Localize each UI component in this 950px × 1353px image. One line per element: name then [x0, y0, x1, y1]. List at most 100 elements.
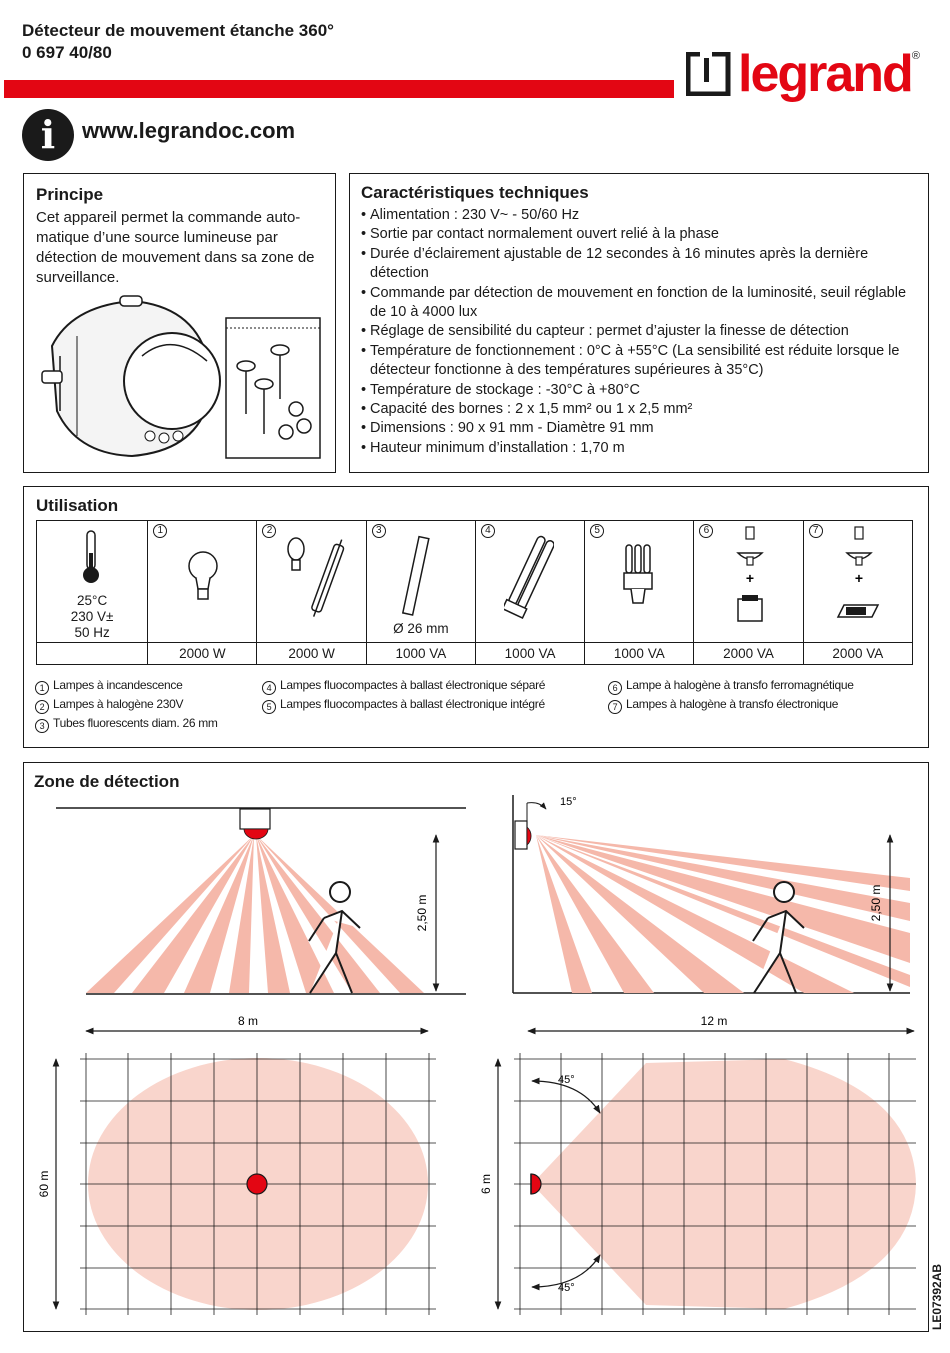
- power-cell: 2000 VA: [693, 642, 804, 665]
- spec-item: Sortie par contact normalement ouvert re…: [361, 225, 921, 245]
- compact-fluorescent-separate-icon: [503, 535, 554, 619]
- lamp-cell-2: 2: [256, 520, 367, 643]
- power-cell-empty: [35, 642, 149, 665]
- title-line-1: Détecteur de mouvement étanche 360°: [22, 21, 334, 40]
- zone-heading: Zone de détection: [34, 772, 180, 791]
- power-cell: 1000 VA: [474, 642, 586, 665]
- halogen-lamp-icon: [287, 537, 345, 617]
- brand-name: legrand: [738, 45, 914, 103]
- halogen-electronic-transformer-icon: +: [836, 526, 879, 618]
- lamp-number: 6: [699, 524, 714, 538]
- ceiling-height-label: 2,50 m: [415, 895, 429, 932]
- wall-angle-top-label: 45°: [558, 1074, 575, 1086]
- principe-section: Principe Cet appareil permet la commande…: [23, 173, 336, 473]
- caracteristiques-heading: Caractéristiques techniques: [361, 183, 589, 202]
- lamp-number: 3: [371, 524, 386, 538]
- power-cell: 2000 W: [256, 642, 367, 665]
- wall-side-view: 15° 2,50 m: [512, 795, 910, 994]
- spec-item: Durée d’éclairement ajustable de 12 seco…: [361, 245, 921, 284]
- wall-beams: [536, 835, 910, 993]
- ceiling-width-label: 8 m: [238, 1014, 258, 1028]
- svg-text:+: +: [855, 570, 863, 586]
- thermometer-icon: [83, 530, 99, 583]
- svg-text:+: +: [746, 570, 754, 586]
- tube-diameter: Ø 26 mm: [393, 621, 449, 636]
- ceiling-side-view: 2,50 m: [56, 807, 466, 995]
- ceiling-plan-view: 8 m 60 m: [37, 1014, 436, 1315]
- principe-text: Cet appareil permet la commande auto- ma…: [36, 209, 315, 286]
- ceiling-depth-label: 60 m: [37, 1171, 51, 1198]
- wall-tilt-angle-label: 15°: [560, 796, 577, 808]
- registered-mark: ®: [911, 50, 920, 62]
- wall-width-label: 12 m: [701, 1014, 728, 1028]
- walking-person-icon: [752, 881, 805, 994]
- spec-item: Réglage de sensibilité du capteur : perm…: [361, 322, 921, 342]
- lamp-number: 2: [262, 524, 277, 538]
- wall-height-label: 2,50 m: [869, 885, 883, 922]
- power-cell: 1000 VA: [365, 642, 476, 665]
- ceiling-beams: [86, 835, 424, 993]
- spec-item: Hauteur minimum d’installation : 1,70 m: [361, 439, 921, 459]
- lamp-compatibility-table: 25°C 230 V± 50 Hz 1 2 3: [35, 520, 914, 665]
- detection-zone-diagrams: 2,50 m 15° 2,50 m 8 m 60 m: [37, 795, 916, 1315]
- lamp-cell-5: 5: [584, 520, 695, 643]
- ceiling-grid: [80, 1053, 436, 1315]
- utilisation-heading: Utilisation: [36, 496, 119, 515]
- info-icon: i: [22, 109, 74, 161]
- wall-plan-view: 12 m 6 m 45° 45°: [479, 1014, 916, 1315]
- red-header-bar: [4, 80, 674, 98]
- spec-item: Température de stockage : -30°C à +80°C: [361, 381, 921, 401]
- spec-item: Capacité des bornes : 2 x 1,5 mm² ou 1 x…: [361, 400, 921, 420]
- lamp-number: 7: [808, 524, 823, 538]
- brand-logo: legrand®: [738, 44, 920, 104]
- lamp-number: 5: [590, 524, 605, 538]
- incandescent-bulb-icon: [188, 551, 218, 600]
- specs-list: Alimentation : 230 V~ - 50/60 Hz Sortie …: [361, 206, 921, 459]
- document-title: Détecteur de mouvement étanche 360° 0 69…: [22, 20, 334, 64]
- title-line-2: 0 697 40/80: [22, 43, 112, 62]
- spec-item: Température de fonctionnement : 0°C à +5…: [361, 342, 921, 381]
- compact-fluorescent-integrated-icon: [623, 544, 653, 604]
- power-cell: 2000 VA: [802, 642, 914, 665]
- conditions-text: 25°C 230 V± 50 Hz: [70, 593, 114, 640]
- power-cell: 2000 W: [147, 642, 258, 665]
- screw-bag-image: [225, 317, 321, 459]
- wall-depth-label: 6 m: [479, 1174, 493, 1194]
- fluorescent-tube-icon: [401, 535, 430, 616]
- lamp-number: 1: [153, 524, 168, 538]
- power-cell: 1000 VA: [584, 642, 695, 665]
- conditions-cell: 25°C 230 V± 50 Hz: [35, 520, 149, 643]
- wall-grid: [514, 1053, 916, 1315]
- document-reference-code: LE07392AB: [930, 1263, 944, 1330]
- spec-item: Commande par détection de mouvement en f…: [361, 284, 921, 323]
- halogen-ferromagnetic-transformer-icon: +: [736, 526, 765, 622]
- spec-item: Alimentation : 230 V~ - 50/60 Hz: [361, 206, 921, 226]
- lamp-cell-4: 4: [474, 520, 586, 643]
- caracteristiques-section: Caractéristiques techniques Alimentation…: [349, 173, 929, 473]
- ceiling-detector-marker: [246, 1173, 268, 1195]
- wall-angle-bottom-label: 45°: [558, 1282, 575, 1294]
- lamp-cell-7: 7 +: [802, 520, 914, 643]
- wall-detector-marker: [530, 1173, 542, 1195]
- walking-person-icon: [308, 881, 361, 994]
- detector-product-image: [41, 295, 221, 458]
- utilisation-section: Utilisation: [23, 486, 929, 748]
- principe-heading: Principe: [36, 185, 104, 204]
- lamp-number: 4: [480, 524, 495, 538]
- website-link[interactable]: www.legrandoc.com: [82, 118, 296, 143]
- lamp-cell-3: 3 Ø 26 mm: [365, 520, 476, 643]
- spec-item: Dimensions : 90 x 91 mm - Diamètre 91 mm: [361, 419, 921, 439]
- zone-detection-section: Zone de détection: [23, 762, 929, 1332]
- lamp-cell-1: 1: [147, 520, 258, 643]
- lamp-cell-6: 6 +: [693, 520, 804, 643]
